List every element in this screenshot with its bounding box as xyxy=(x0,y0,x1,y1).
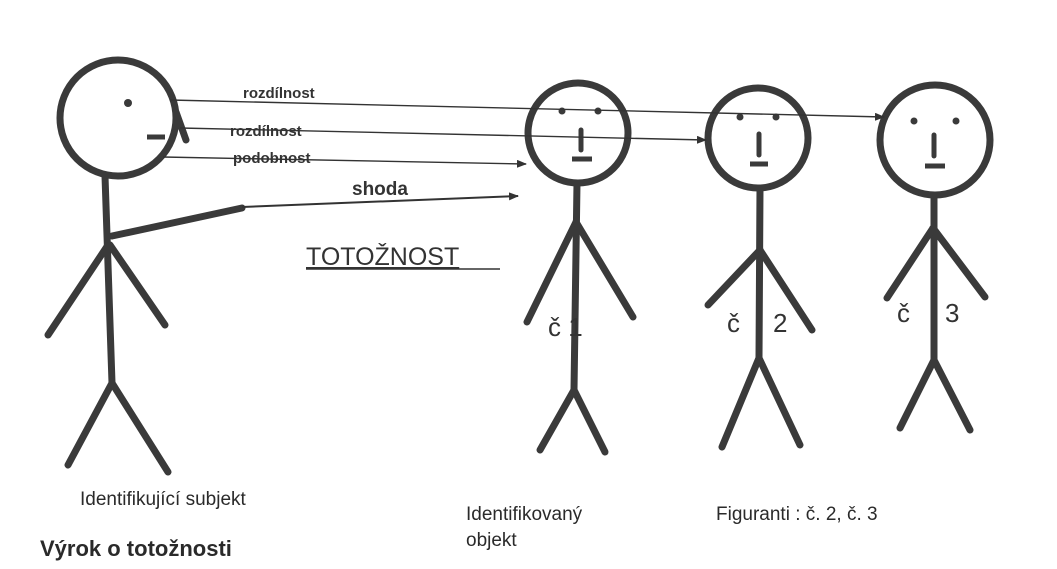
figurant-3-figure xyxy=(876,81,994,434)
heading-totoznost: TOTOŽNOST xyxy=(306,242,459,271)
figure-3-number: 3 xyxy=(945,298,959,328)
figure-2-number: 2 xyxy=(773,308,787,338)
caption-figurants: Figuranti : č. 2, č. 3 xyxy=(716,504,878,525)
identifying-subject-figure xyxy=(44,56,246,476)
label-shoda: shoda xyxy=(352,179,408,200)
figure-3-label: č xyxy=(897,298,910,328)
identified-object-figure xyxy=(523,79,637,456)
caption-identified-object-line1: Identifikovaný xyxy=(466,504,583,525)
label-podobnost: podobnost xyxy=(233,150,310,167)
caption-identifying-subject: Identifikující subjekt xyxy=(80,489,247,510)
label-rozdilnost-second: rozdílnost xyxy=(230,123,302,140)
arrow-rozdilnost-second xyxy=(179,127,707,144)
figure-1-number: č 1 xyxy=(548,312,583,342)
label-rozdilnost-top: rozdílnost xyxy=(243,85,315,102)
caption-identified-object-line2: objekt xyxy=(466,530,517,551)
arrow-rozdilnost-top xyxy=(169,99,885,121)
arrow-podobnost xyxy=(162,156,527,168)
figure-2-label: č xyxy=(727,308,740,338)
arrow-shoda xyxy=(241,192,519,208)
figurant-2-figure xyxy=(704,84,816,451)
caption-identity-statement: Výrok o totožnosti xyxy=(40,536,232,561)
